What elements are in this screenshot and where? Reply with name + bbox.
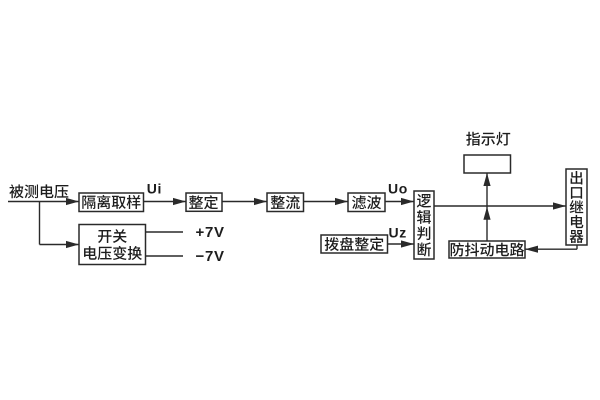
svg-text:Uo: Uo: [388, 181, 408, 197]
svg-text:Uz: Uz: [389, 225, 407, 241]
svg-text:+7V: +7V: [196, 224, 225, 241]
svg-text:Ui: Ui: [147, 181, 162, 197]
svg-text:−7V: −7V: [196, 248, 225, 265]
